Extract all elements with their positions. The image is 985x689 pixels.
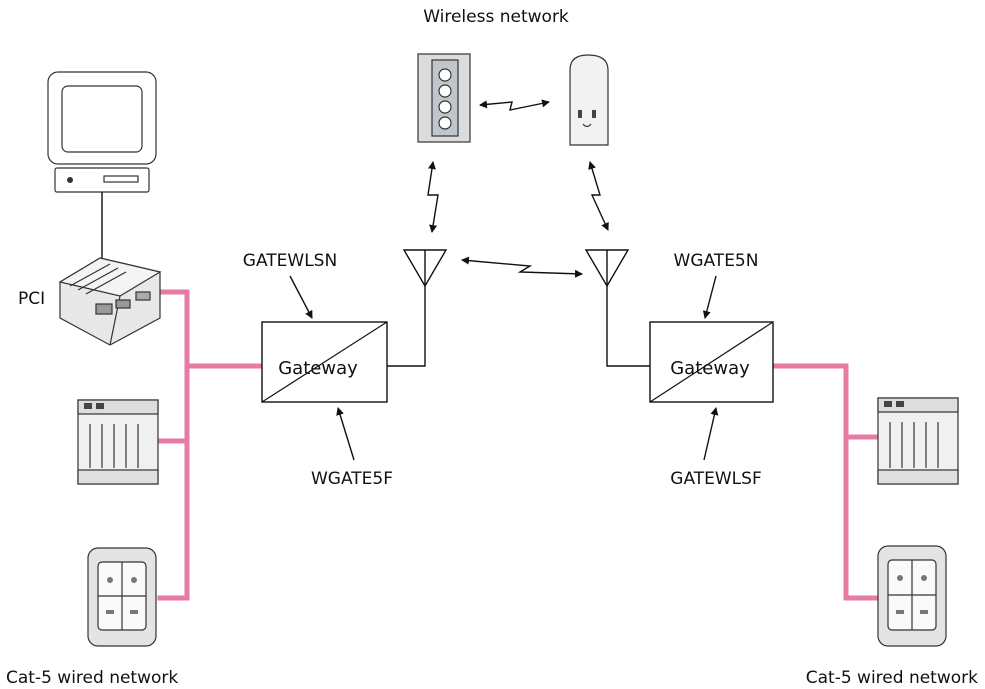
antenna-icon bbox=[584, 249, 650, 367]
din-rail-module-icon bbox=[77, 399, 159, 485]
gateway-right-label: Gateway bbox=[670, 358, 750, 379]
gatewlsf-pointer bbox=[703, 407, 719, 461]
cat5-left-label: Cat-5 wired network bbox=[6, 668, 178, 688]
wired-network-right bbox=[770, 363, 881, 601]
plug-in-outlet-icon bbox=[569, 54, 609, 146]
wgate5n-label: WGATE5N bbox=[674, 251, 759, 271]
antenna-icon bbox=[387, 249, 448, 367]
gatewlsn-label: GATEWLSN bbox=[243, 251, 337, 271]
wired-network-left bbox=[157, 289, 265, 601]
gateway-right bbox=[649, 321, 774, 403]
pci-label: PCI bbox=[18, 289, 45, 309]
cat5-right-label: Cat-5 wired network bbox=[806, 668, 978, 688]
gateway-left-label: Gateway bbox=[278, 358, 358, 379]
gatewlsf-label: GATEWLSF bbox=[670, 469, 761, 489]
wall-switch-icon bbox=[877, 545, 947, 647]
wireless-keypad-icon bbox=[417, 53, 471, 143]
desktop-computer-icon bbox=[47, 71, 157, 258]
gatewlsn-pointer bbox=[289, 275, 313, 319]
gateway-left bbox=[261, 321, 388, 403]
wgate5f-label: WGATE5F bbox=[311, 469, 393, 489]
wgate5n-pointer bbox=[702, 275, 717, 319]
din-rail-module-icon bbox=[877, 397, 959, 485]
wireless-network-label: Wireless network bbox=[423, 7, 569, 27]
wireless-link-arrow-icon bbox=[427, 99, 609, 278]
wgate5f-pointer bbox=[336, 407, 355, 461]
wall-switch-icon bbox=[87, 547, 157, 647]
pci-interface-device-icon bbox=[58, 257, 162, 346]
